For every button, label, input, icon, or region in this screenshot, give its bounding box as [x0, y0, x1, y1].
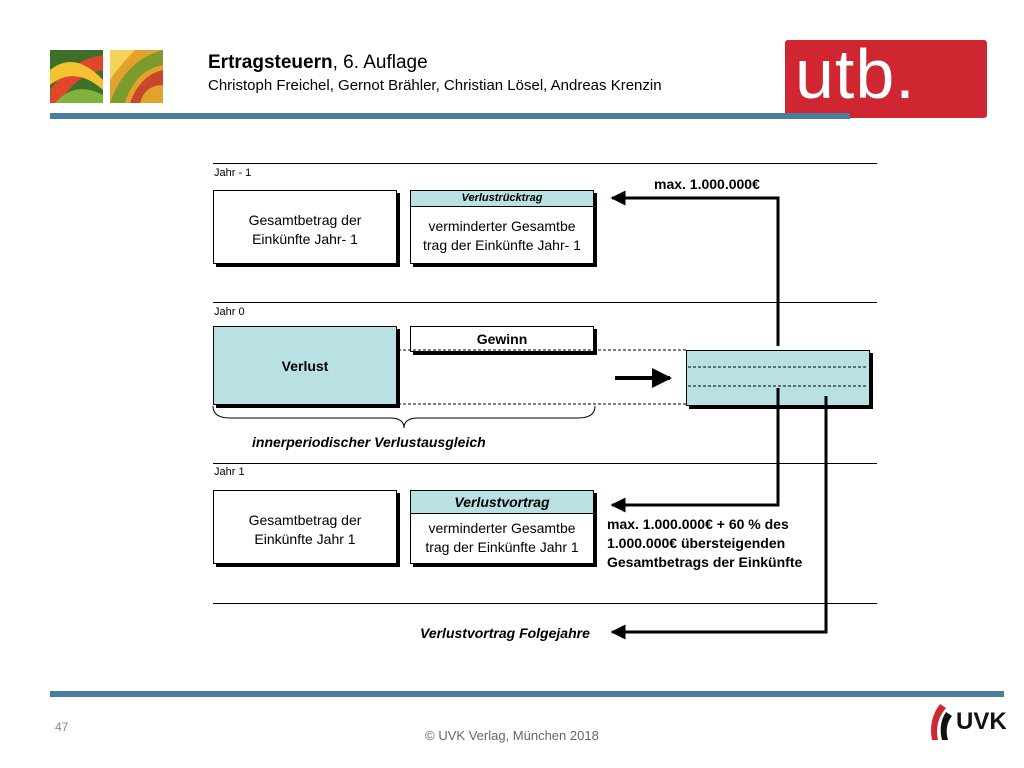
carryback-line2: trag der Einkünfte Jahr- 1 — [423, 237, 581, 253]
carryforward-line1: verminderter Gesamtbe — [428, 520, 576, 536]
carryback-arrow — [610, 190, 780, 346]
separator-year0 — [213, 302, 877, 303]
profit-box: Gewinn — [410, 326, 594, 352]
uvk-logo-mark — [931, 704, 952, 740]
loss-box: Verlust — [213, 326, 397, 405]
utb-logo: utb. — [785, 35, 987, 118]
footer-divider — [50, 691, 1004, 697]
uvk-logo: UVK — [926, 702, 1007, 742]
carryback-box: Verlustrücktrag verminderter Gesamtbe tr… — [410, 190, 594, 264]
year1-label: Jahr 1 — [214, 466, 245, 478]
authors: Christoph Freichel, Gernot Brähler, Chri… — [208, 77, 662, 94]
carryback-header: Verlustrücktrag — [410, 190, 594, 207]
max-carryforward-line3: Gesamtbetrags der Einkünfte — [607, 554, 803, 570]
income-box-line2: Einkünfte Jahr- 1 — [252, 231, 358, 247]
max-carryforward-line2: 1.000.000€ übersteigenden — [607, 535, 786, 551]
separator-bottom — [213, 603, 877, 604]
carryback-line1: verminderter Gesamtbe — [428, 218, 576, 234]
profit-label: Gewinn — [476, 331, 528, 347]
brace-label: innerperiodischer Verlustausgleich — [252, 434, 486, 450]
following-years-arrow — [610, 396, 828, 640]
cover-thumbnail-1 — [50, 50, 103, 103]
brace — [212, 405, 596, 429]
income-year1-line1: Gesamtbetrag der — [248, 512, 362, 528]
carryforward-line2: trag der Einkünfte Jahr 1 — [425, 539, 579, 555]
max-carryback-label: max. 1.000.000€ — [654, 176, 760, 192]
year-minus1-label: Jahr - 1 — [214, 167, 252, 179]
loss-label: Verlust — [281, 358, 329, 374]
uvk-logo-text: UVK — [956, 708, 1007, 735]
copyright: © UVK Verlag, München 2018 — [425, 728, 599, 743]
carryforward-arrow — [610, 388, 780, 513]
page-title: Ertragsteuern, 6. Auflage — [208, 52, 428, 73]
year0-label: Jahr 0 — [214, 306, 245, 318]
income-box-year1: Gesamtbetrag der Einkünfte Jahr 1 — [213, 490, 397, 564]
carryforward-following-years-label: Verlustvortrag Folgejahre — [420, 625, 590, 641]
page-number: 47 — [55, 720, 69, 734]
cover-thumbnail-2 — [110, 50, 163, 103]
max-carryforward-label: max. 1.000.000€ + 60 % des 1.000.000€ üb… — [607, 515, 802, 572]
max-carryforward-line1: max. 1.000.000€ + 60 % des — [607, 516, 789, 532]
header-divider — [50, 113, 850, 119]
income-box-year-minus1: Gesamtbetrag der Einkünfte Jahr- 1 — [213, 190, 397, 264]
income-year1-line2: Einkünfte Jahr 1 — [254, 531, 356, 547]
carryforward-box: Verlustvortrag verminderter Gesamtbe tra… — [410, 490, 594, 564]
separator-year1 — [213, 463, 877, 464]
income-box-line1: Gesamtbetrag der — [248, 212, 362, 228]
carryforward-header: Verlustvortrag — [410, 490, 594, 514]
separator-top — [213, 163, 877, 164]
